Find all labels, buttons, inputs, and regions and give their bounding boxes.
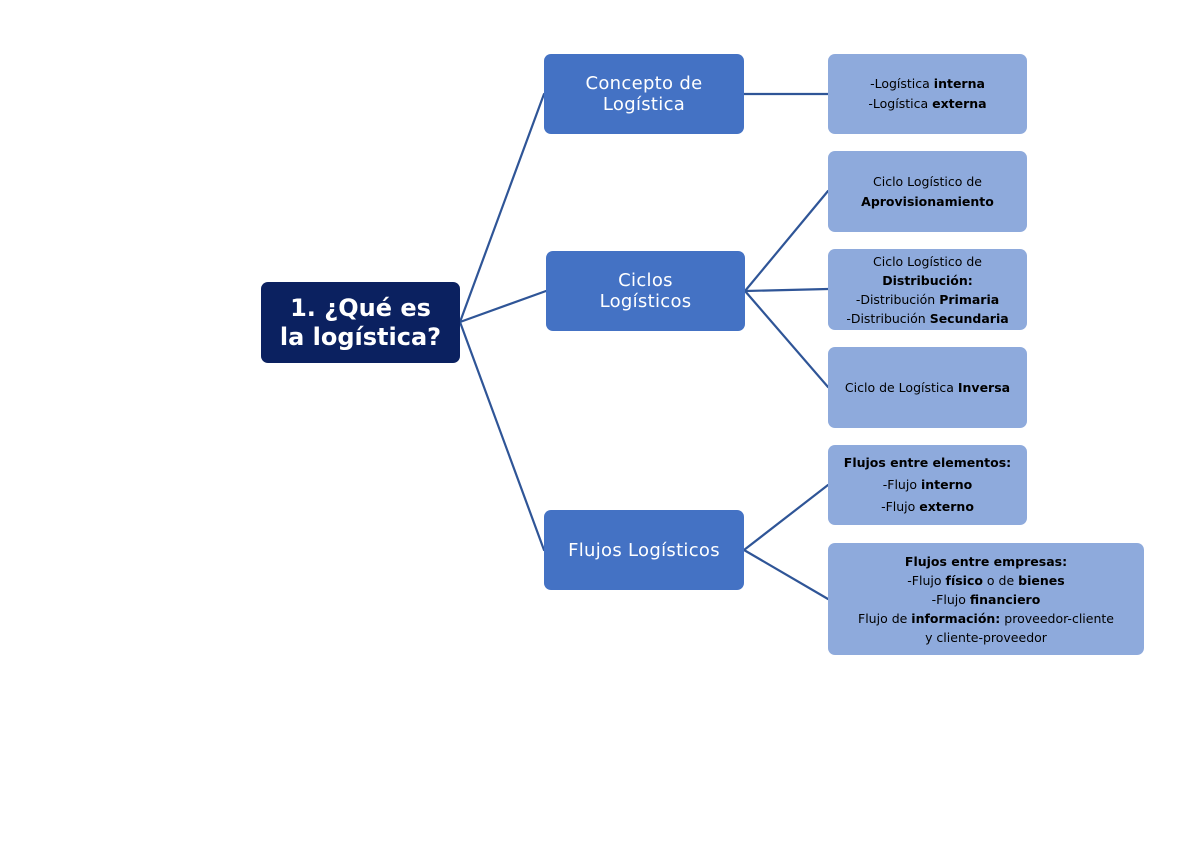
leaf-text: -Logística: [868, 96, 933, 111]
leaf-ciclo-logistica-inversa: Ciclo de Logística Inversa: [828, 347, 1027, 428]
leaf-text: -Flujo: [931, 591, 970, 607]
leaf-flujos-entre-elementos: Flujos entre elementos: -Flujo interno -…: [828, 445, 1027, 525]
connector-flujos-elementos: [742, 483, 830, 552]
leaf-text-bold: información:: [911, 610, 1001, 626]
leaf-line-bold: Aprovisionamiento: [861, 193, 994, 209]
leaf-text: -Logística: [870, 76, 934, 91]
leaf-text-bold: externa: [932, 96, 987, 111]
leaf-line: -Distribución Secundaria: [846, 309, 1008, 328]
leaf-text: o de: [982, 572, 1019, 588]
leaf-text: -Flujo: [882, 477, 921, 492]
branch-ciclos-logisticos: Ciclos Logísticos: [546, 251, 745, 331]
branch-label-line-2: Logística: [602, 94, 686, 115]
leaf-ciclo-aprovisionamiento: Ciclo Logístico de Aprovisionamiento: [828, 151, 1027, 232]
leaf-text-bold: financiero: [969, 591, 1041, 607]
leaf-text-bold: interna: [933, 76, 985, 91]
leaf-line: -Logística externa: [868, 94, 986, 114]
leaf-line: -Flujo interno: [883, 474, 973, 496]
leaf-text-bold: físico: [945, 572, 983, 588]
root-line-2: la logística?: [279, 322, 442, 351]
branch-label-line-1: Flujos Logísticos: [568, 539, 720, 561]
root-node-que-es-logistica: 1. ¿Qué es la logística?: [261, 282, 460, 363]
leaf-line: y cliente-proveedor: [925, 629, 1047, 645]
leaf-line-bold: Flujos entre elementos:: [843, 455, 1012, 470]
leaf-line: Flujo de información: proveedor-cliente: [858, 609, 1114, 628]
leaf-text-bold: interno: [920, 477, 973, 492]
leaf-line: -Logística interna: [870, 74, 985, 94]
connector-root-concepto: [458, 92, 546, 324]
leaf-logistica-interna-externa: -Logística interna -Logística externa: [828, 54, 1027, 134]
leaf-text: Flujo de: [858, 610, 912, 626]
leaf-line: Ciclo Logístico de: [873, 173, 982, 189]
leaf-flujos-entre-empresas: Flujos entre empresas: -Flujo físico o d…: [828, 543, 1144, 655]
leaf-text: -Distribución: [855, 291, 940, 307]
leaf-text: Ciclo de Logística: [844, 379, 958, 395]
leaf-text-bold: bienes: [1018, 572, 1065, 588]
leaf-text: proveedor-cliente: [1000, 610, 1114, 626]
leaf-line: Ciclo de Logística Inversa: [845, 378, 1010, 398]
connector-ciclos-inversa: [743, 289, 830, 389]
branch-label-line-1: Concepto de: [585, 73, 703, 94]
leaf-text-bold: Inversa: [957, 379, 1011, 395]
leaf-line: Ciclo Logístico de: [873, 253, 982, 269]
leaf-line-bold: Flujos entre empresas:: [904, 553, 1068, 569]
leaf-text-bold: Secundaria: [929, 310, 1009, 326]
branch-label-line-1: Ciclos: [618, 270, 673, 291]
branch-flujos-logisticos: Flujos Logísticos: [544, 510, 744, 590]
branch-label-line-2: Logísticos: [599, 291, 692, 312]
leaf-text: -Distribución: [846, 310, 930, 326]
leaf-line: -Flujo físico o de bienes: [907, 571, 1064, 590]
leaf-text-bold: Primaria: [939, 291, 1000, 307]
branch-concepto-logistica: Concepto de Logística: [544, 54, 744, 134]
leaf-text: -Flujo: [881, 499, 920, 514]
leaf-line: -Flujo financiero: [932, 590, 1041, 609]
leaf-line: -Distribución Primaria: [856, 290, 999, 309]
connector-root-flujos: [458, 320, 546, 552]
connector-flujos-empresas: [742, 548, 830, 601]
leaf-text: -Flujo: [907, 572, 946, 588]
root-line-1: 1. ¿Qué es: [290, 293, 431, 322]
leaf-line-bold: Distribución:: [882, 272, 973, 288]
leaf-text-bold: externo: [919, 499, 974, 514]
connector-ciclos-distribucion: [743, 287, 830, 293]
connector-root-ciclos: [458, 289, 548, 324]
leaf-ciclo-distribucion: Ciclo Logístico de Distribución: -Distri…: [828, 249, 1027, 330]
leaf-line: -Flujo externo: [881, 496, 974, 518]
connector-ciclos-aprovisionamiento: [743, 189, 830, 293]
